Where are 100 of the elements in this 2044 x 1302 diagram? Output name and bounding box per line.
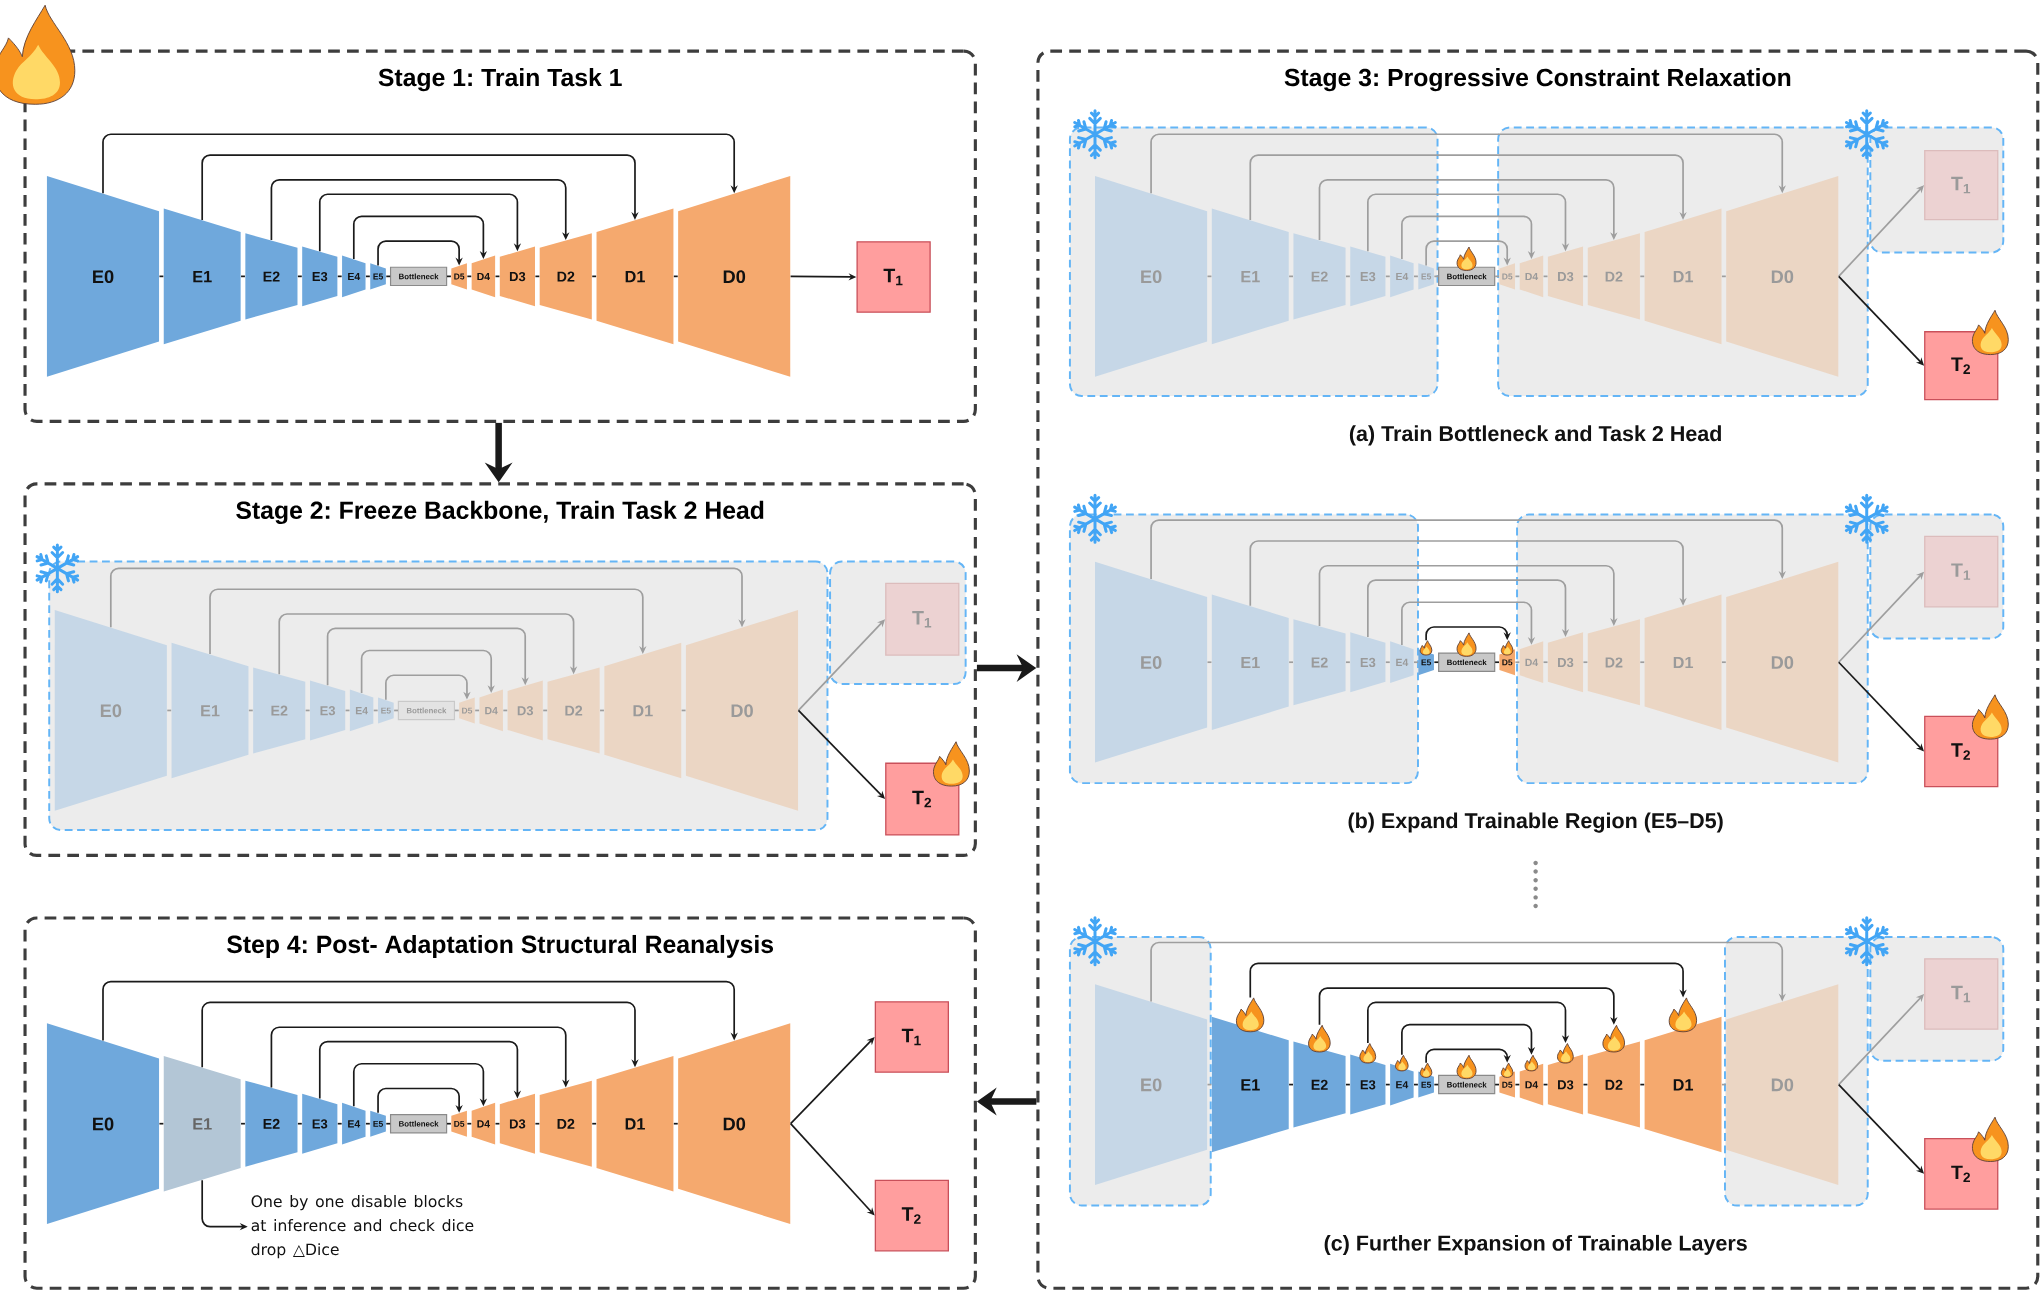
encoder-block: E3 bbox=[302, 1093, 338, 1154]
skip-connection-arrow bbox=[1401, 1023, 1536, 1056]
connector-line bbox=[599, 709, 605, 712]
encoder-block: E4 bbox=[1390, 1063, 1414, 1106]
encoder-block: E1 bbox=[1211, 594, 1289, 730]
encoder-block: E5 bbox=[370, 1110, 386, 1137]
decoder-block: D0 bbox=[1726, 561, 1839, 763]
decoder-block: D4 bbox=[471, 1102, 496, 1145]
output-head-box: T$_{1}$ bbox=[856, 241, 931, 313]
skip-connection-arrow bbox=[1367, 579, 1570, 638]
encoder-block: E4 bbox=[1390, 641, 1414, 683]
connector-line bbox=[158, 275, 165, 278]
decoder-block: D3 bbox=[1547, 1054, 1584, 1115]
decoder-block: D4 bbox=[1519, 255, 1544, 298]
connector-line bbox=[1639, 1083, 1646, 1086]
connector-line bbox=[304, 709, 311, 712]
connector-line bbox=[1288, 661, 1294, 663]
decoder-block: D1 bbox=[596, 208, 674, 344]
skip-connection-arrow bbox=[1425, 240, 1511, 267]
encoder-block: E0 bbox=[54, 609, 167, 811]
output-head-box: T$_{1}$ bbox=[1924, 958, 1999, 1030]
decoder-block: D1 bbox=[1644, 208, 1722, 344]
skip-connection-arrow bbox=[102, 133, 738, 194]
connector-line bbox=[336, 275, 343, 278]
note-text: One by one disable blocks at inference and check dice drop △Dice bbox=[251, 1194, 474, 1259]
skip-connection-arrow bbox=[1249, 154, 1687, 221]
connector-line bbox=[1413, 275, 1419, 278]
encoder-block: E2 bbox=[1293, 1041, 1346, 1128]
connector-line bbox=[240, 275, 246, 278]
encoder-block: E5 bbox=[370, 263, 386, 290]
encoder-block: E4 bbox=[1390, 255, 1414, 298]
skip-connection-arrow bbox=[1367, 193, 1570, 252]
decoder-block: D5 bbox=[459, 697, 475, 724]
connector-line bbox=[336, 1122, 343, 1125]
skip-connection-arrow bbox=[278, 613, 578, 675]
caption-text: (a) Train Bottleneck and Task 2 Head bbox=[1349, 425, 1721, 446]
connector-line bbox=[1494, 661, 1500, 663]
connector-line bbox=[446, 275, 452, 278]
decoder-block: D2 bbox=[547, 667, 600, 754]
connector-line bbox=[365, 275, 371, 278]
skip-connection-arrow bbox=[109, 567, 746, 628]
connector-line bbox=[494, 275, 501, 278]
connector-line bbox=[297, 1122, 303, 1125]
decoder-block: D3 bbox=[499, 246, 535, 307]
decoder-block: D1 bbox=[1644, 594, 1722, 730]
encoder-block: E3 bbox=[1350, 1054, 1386, 1115]
output-head-box: T$_{1}$ bbox=[885, 582, 960, 656]
connector-line bbox=[673, 275, 679, 278]
connector-line bbox=[1433, 275, 1440, 278]
decoder-block: D4 bbox=[479, 689, 503, 732]
connector-line bbox=[1582, 661, 1589, 663]
connector-line bbox=[1639, 275, 1646, 278]
encoder-block: E0 bbox=[1095, 175, 1208, 377]
connector-line bbox=[466, 1122, 473, 1125]
skip-connection-arrow bbox=[1425, 626, 1511, 642]
connector-line bbox=[474, 709, 480, 712]
encoder-block: E1 bbox=[163, 1055, 241, 1192]
connector-line bbox=[1206, 661, 1213, 663]
connector-line bbox=[1433, 1083, 1440, 1086]
skip-connection-arrow bbox=[1318, 564, 1618, 627]
decoder-block: D4 bbox=[1519, 641, 1544, 683]
decoder-block: D2 bbox=[1587, 233, 1640, 320]
decoder-block: D5 bbox=[1499, 263, 1516, 290]
skip-connection-arrow bbox=[201, 1001, 639, 1068]
connector-line bbox=[385, 1122, 391, 1125]
skip-connection-arrow bbox=[1249, 540, 1687, 607]
skip-connection-arrow bbox=[1367, 1001, 1570, 1044]
connector-line bbox=[1494, 275, 1500, 278]
decoder-block: D3 bbox=[1547, 246, 1584, 307]
encoder-block: E0 bbox=[46, 1023, 160, 1224]
connector-line bbox=[1345, 1083, 1351, 1086]
decoder-block: D0 bbox=[678, 175, 791, 377]
skip-connection-arrow bbox=[270, 178, 570, 241]
output-head-box: T$_{1}$ bbox=[874, 1001, 949, 1073]
skip-connection-arrow bbox=[326, 627, 529, 686]
connector-line bbox=[1494, 1083, 1500, 1086]
connector-line bbox=[673, 1122, 679, 1125]
connector-line bbox=[1721, 661, 1727, 663]
output-head-box: T$_{2}$ bbox=[885, 762, 960, 836]
encoder-block: E1 bbox=[163, 208, 241, 344]
connector-line bbox=[1639, 661, 1646, 663]
skip-connection-arrow bbox=[1249, 962, 1687, 999]
skip-connection-arrow bbox=[1401, 215, 1536, 260]
encoder-block: E2 bbox=[253, 667, 306, 754]
decoder-block: D1 bbox=[1644, 1016, 1722, 1153]
connector-line bbox=[1582, 1083, 1589, 1086]
decoder-block: D0 bbox=[1726, 984, 1839, 1185]
connector-line bbox=[542, 709, 548, 712]
connector-line bbox=[1385, 1083, 1391, 1086]
encoder-block: E5 bbox=[1418, 263, 1434, 290]
decoder-block: D0 bbox=[678, 1023, 791, 1224]
skip-connection-arrow bbox=[1150, 941, 1786, 1003]
connector-line bbox=[680, 709, 687, 712]
connector-line bbox=[1206, 275, 1213, 278]
connector-line bbox=[1514, 275, 1521, 278]
connector-line bbox=[1542, 275, 1549, 278]
output-head-box: T$_{1}$ bbox=[1924, 535, 1999, 608]
connector-line bbox=[446, 1122, 452, 1125]
connector-line bbox=[1345, 661, 1351, 663]
skip-connection-arrow bbox=[201, 154, 639, 221]
